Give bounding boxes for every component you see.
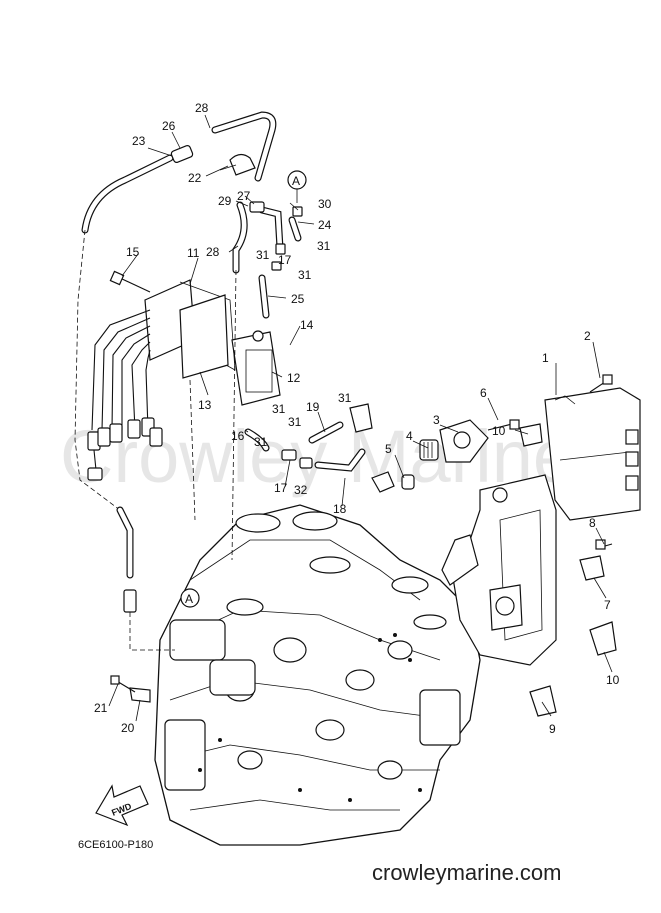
callout-28b: 28 — [206, 245, 220, 259]
clamp-22 — [219, 153, 256, 176]
cover-12 — [231, 330, 281, 406]
leader-lines — [108, 114, 613, 722]
callout-8: 8 — [589, 516, 596, 530]
callout-1: 1 — [542, 351, 549, 365]
callout-31b: 31 — [256, 248, 270, 262]
callout-4: 4 — [406, 429, 413, 443]
callout-22: 22 — [188, 171, 202, 185]
callout-19: 19 — [306, 400, 320, 414]
hose-loop-23-28 — [74, 111, 277, 511]
callout-7: 7 — [604, 598, 611, 612]
callout-10b: 10 — [606, 673, 620, 687]
callout-20: 20 — [121, 721, 135, 735]
callout-31h: 32 — [294, 483, 308, 497]
ref-marker-a-bottom: A — [180, 588, 200, 608]
drawing-code: 6CE6100-P180 — [78, 839, 153, 851]
callout-3: 3 — [433, 413, 440, 427]
callout-31d: 31 — [272, 402, 286, 416]
vent-pipe — [116, 506, 175, 651]
callout-25: 25 — [291, 292, 305, 306]
bracket-right — [441, 474, 557, 666]
callout-17a: 17 — [278, 253, 292, 267]
callout-31g: 31 — [254, 435, 268, 449]
callout-16: 16 — [231, 429, 245, 443]
ecm-harness-11 — [87, 279, 236, 521]
bolt-15 — [109, 270, 151, 293]
ref-marker-label: A — [292, 174, 300, 188]
callout-10a: 10 — [492, 424, 506, 438]
engine-block — [154, 504, 481, 846]
callout-31f: 31 — [338, 391, 352, 405]
parts-3-5 — [401, 419, 489, 490]
callout-31c: 31 — [298, 268, 312, 282]
callout-2: 2 — [584, 329, 591, 343]
callout-6: 6 — [480, 386, 487, 400]
callout-15: 15 — [126, 245, 140, 259]
callout-11: 11 — [187, 246, 200, 260]
callouts: 1 2 3 4 5 6 7 8 9 10 10 11 12 13 14 15 1… — [94, 101, 620, 736]
callout-31e: 31 — [288, 415, 302, 429]
site-name: crowleymarine.com — [372, 860, 562, 885]
callout-28a: 28 — [195, 101, 209, 115]
hoses-16-19 — [244, 403, 395, 493]
callout-17b: 17 — [274, 481, 288, 495]
fwd-arrow: FWD — [95, 784, 149, 827]
callout-5: 5 — [385, 442, 392, 456]
callout-12: 12 — [287, 371, 301, 385]
callout-27: 27 — [237, 189, 251, 203]
callout-29: 29 — [218, 194, 232, 208]
ref-marker-a-top: A — [287, 170, 307, 203]
ecm-unit-1 — [544, 387, 641, 521]
callout-13: 13 — [198, 398, 212, 412]
callout-14: 14 — [300, 318, 314, 332]
hoses-center — [231, 201, 303, 561]
callout-24: 24 — [318, 218, 332, 232]
callout-21: 21 — [94, 701, 108, 715]
ref-marker-label: A — [185, 592, 193, 606]
small-hardware — [110, 374, 617, 717]
callout-9: 9 — [549, 722, 556, 736]
callout-31a: 31 — [317, 239, 331, 253]
callout-23: 23 — [132, 134, 146, 148]
callout-26: 26 — [162, 119, 176, 133]
callout-30: 30 — [318, 197, 332, 211]
callout-18: 18 — [333, 502, 347, 516]
